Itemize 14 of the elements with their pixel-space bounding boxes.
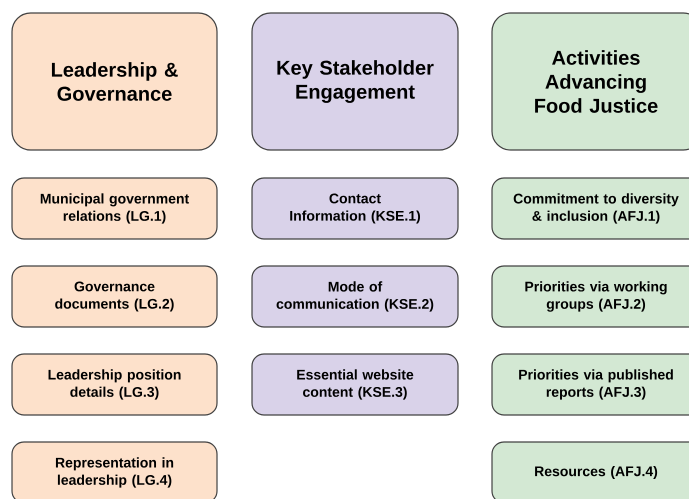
category-box: Priorities via published reports (AFJ.3) — [491, 353, 689, 416]
category-box: Resources (AFJ.4) — [491, 441, 689, 499]
category-box: Leadership position details (LG.3) — [11, 353, 218, 416]
heading-box: Key Stakeholder Engagement — [251, 12, 459, 151]
category-box: Priorities via working groups (AFJ.2) — [491, 265, 689, 328]
category-box: Contact Information (KSE.1) — [251, 177, 459, 240]
category-box: Mode of communication (KSE.2) — [251, 265, 459, 328]
heading-box: Activities Advancing Food Justice — [491, 12, 689, 151]
category-box: Municipal government relations (LG.1) — [11, 177, 218, 240]
category-box: Commitment to diversity & inclusion (AFJ.1) — [491, 177, 689, 240]
category-box: Essential website content (KSE.3) — [251, 353, 459, 416]
heading-box: Leadership & Governance — [11, 12, 218, 151]
category-box: Governance documents (LG.2) — [11, 265, 218, 328]
category-box: Representation in leadership (LG.4) — [11, 441, 218, 499]
